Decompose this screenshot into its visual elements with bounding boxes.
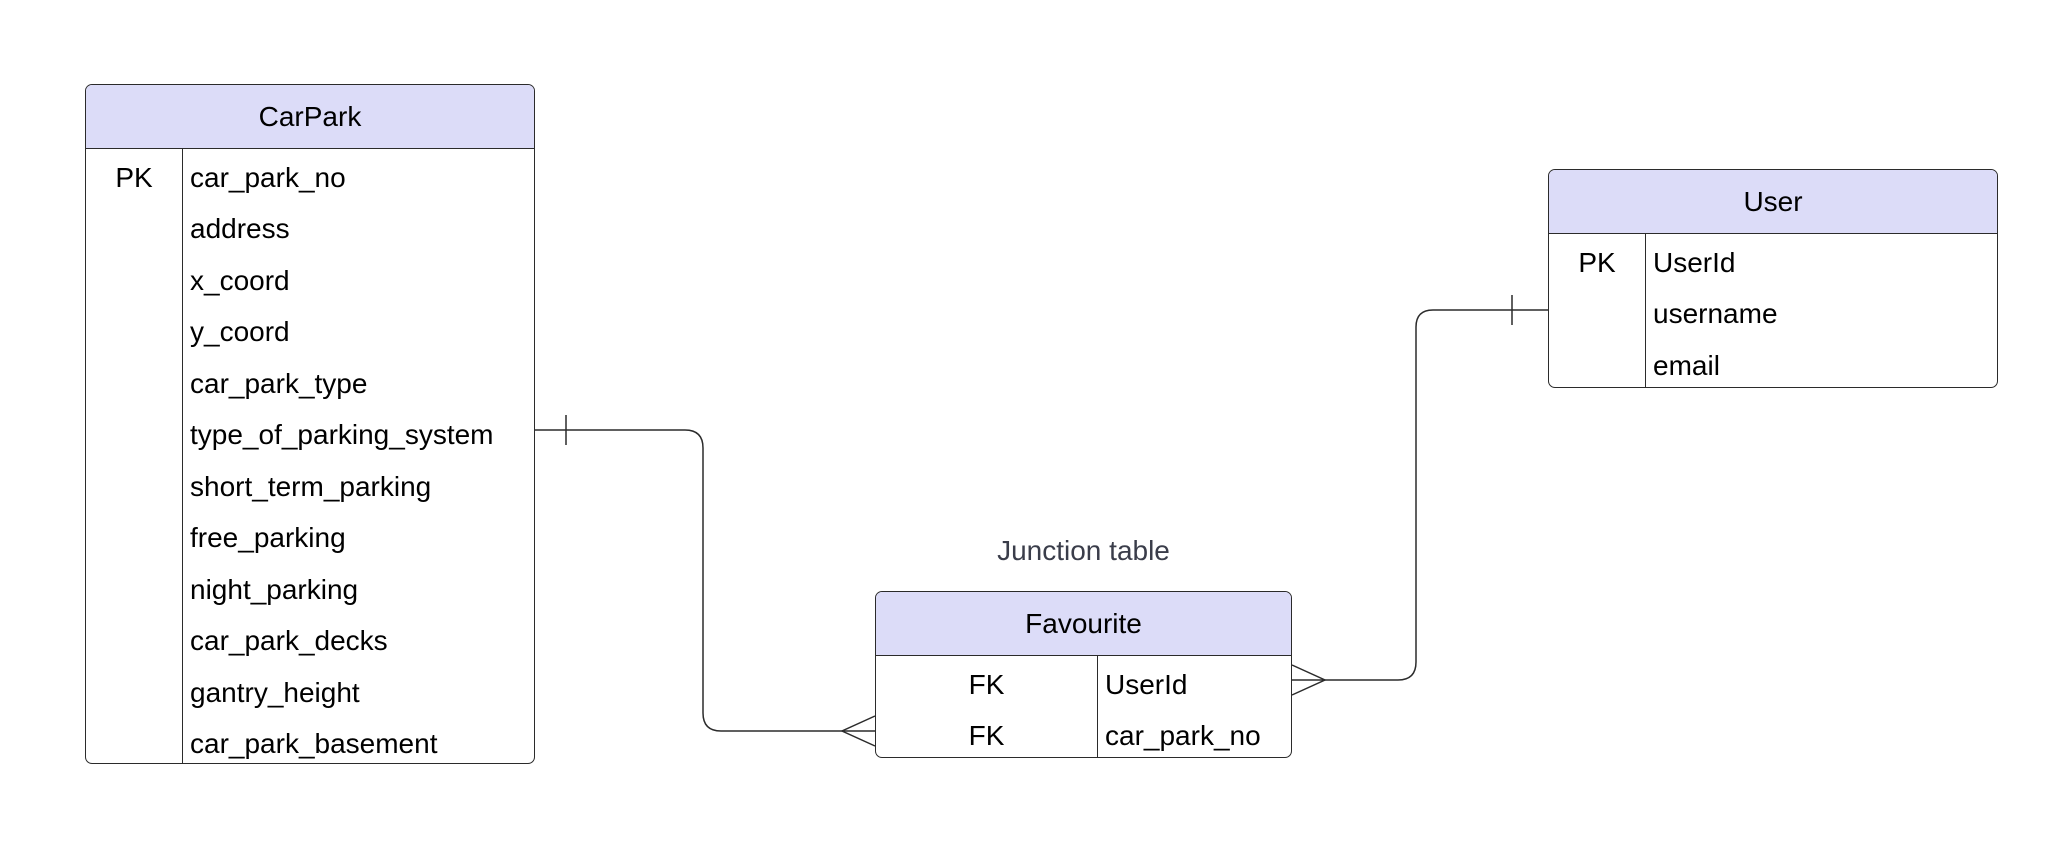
field-name: username: [1653, 298, 1778, 330]
entity-row: email: [1549, 340, 1997, 387]
entity-row: car_park_basement: [86, 719, 534, 764]
field-name: car_park_basement: [190, 728, 438, 760]
field-name: car_park_no: [1105, 720, 1261, 752]
field-name: address: [190, 213, 290, 245]
field-name: type_of_parking_system: [190, 419, 494, 451]
entity-row: short_term_parking: [86, 461, 534, 513]
field-name: UserId: [1105, 668, 1188, 700]
entity-user[interactable]: User PK UserId username email: [1548, 169, 1998, 388]
entity-row: type_of_parking_system: [86, 410, 534, 462]
entity-title: User: [1549, 170, 1997, 234]
relationship-line-carpark-favourite: [535, 429, 875, 732]
key-label: FK: [968, 668, 1005, 700]
entity-fields: PK car_park_no address x_coord y_coord c…: [86, 149, 534, 764]
key-label: PK: [115, 161, 153, 193]
field-name: night_parking: [190, 573, 359, 605]
field-name: x_coord: [190, 264, 290, 296]
field-name: UserId: [1653, 246, 1736, 278]
field-name: y_coord: [190, 316, 290, 348]
key-label: PK: [1578, 246, 1616, 278]
entity-row: gantry_height: [86, 667, 534, 719]
entity-row: PK UserId: [1549, 237, 1997, 289]
field-name: free_parking: [190, 522, 346, 554]
entity-row: FK car_park_no: [876, 711, 1291, 758]
entity-carpark[interactable]: CarPark PK car_park_no address x_coord y…: [85, 84, 535, 764]
entity-fields: PK UserId username email: [1549, 234, 1997, 387]
entity-fields: FK UserId FK car_park_no: [876, 656, 1291, 758]
entity-title: Favourite: [876, 592, 1291, 656]
field-name: car_park_no: [190, 161, 346, 193]
many-marker-favourite-userid: [1291, 664, 1327, 696]
entity-row: FK UserId: [876, 659, 1291, 711]
entity-row: car_park_decks: [86, 616, 534, 668]
key-label: FK: [968, 720, 1005, 752]
relationship-line-user-favourite: [1292, 309, 1548, 681]
entity-row: car_park_type: [86, 358, 534, 410]
entity-row: address: [86, 204, 534, 256]
field-name: email: [1653, 349, 1720, 381]
entity-row: x_coord: [86, 255, 534, 307]
field-name: gantry_height: [190, 676, 360, 708]
field-name: short_term_parking: [190, 470, 432, 502]
entity-row: free_parking: [86, 513, 534, 565]
entity-favourite[interactable]: Favourite FK UserId FK car_park_no: [875, 591, 1292, 758]
entity-row: PK car_park_no: [86, 152, 534, 204]
entity-title: CarPark: [86, 85, 534, 149]
entity-row: y_coord: [86, 307, 534, 359]
field-name: car_park_decks: [190, 625, 388, 657]
field-name: car_park_type: [190, 367, 368, 399]
entity-row: username: [1549, 289, 1997, 341]
entity-row: night_parking: [86, 564, 534, 616]
junction-table-label: Junction table: [997, 535, 1170, 566]
many-marker-favourite-car-park-no: [840, 715, 876, 747]
